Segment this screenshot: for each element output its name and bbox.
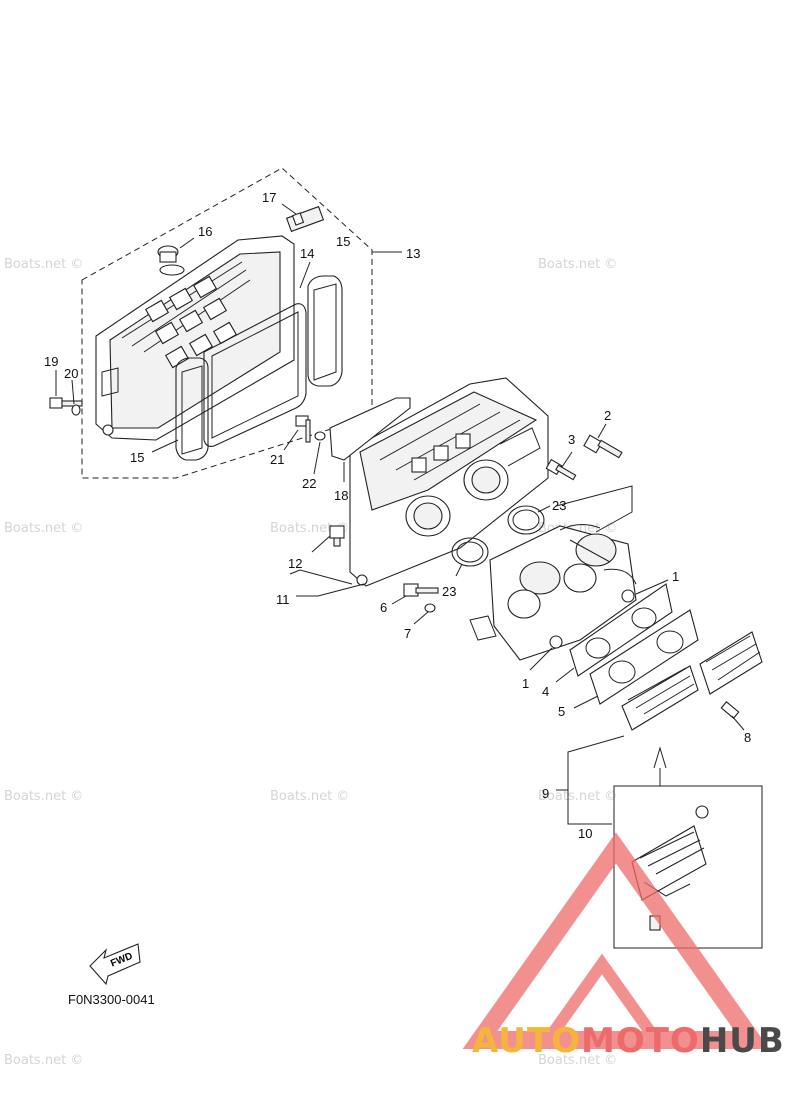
leader-1a bbox=[635, 579, 669, 595]
leader-23b bbox=[455, 563, 463, 577]
callout-23: 23 bbox=[552, 498, 566, 513]
watermark: Boats.net © bbox=[270, 789, 349, 804]
watermark: Boats.net © bbox=[4, 789, 83, 804]
leader-16 bbox=[179, 237, 195, 249]
brand-part3: HUB bbox=[700, 1021, 785, 1061]
callout-20: 20 bbox=[64, 366, 78, 381]
callout-2: 2 bbox=[604, 408, 611, 423]
part-9-reed-valve bbox=[621, 631, 763, 731]
part-23-orings bbox=[451, 505, 545, 567]
part-18-gasket bbox=[329, 397, 411, 461]
leader-11c bbox=[317, 583, 365, 597]
callout-16: 16 bbox=[198, 224, 212, 239]
leader-23a bbox=[537, 505, 551, 513]
part-12-fitting bbox=[329, 525, 345, 547]
drawing-code: F0N3300-0041 bbox=[68, 992, 155, 1007]
part-2-bolt bbox=[583, 434, 623, 459]
intake-case-11 bbox=[349, 377, 549, 587]
leader-15a bbox=[151, 439, 179, 453]
brand-logo-icon bbox=[462, 832, 770, 1049]
leader-6 bbox=[391, 595, 407, 605]
callout-5: 5 bbox=[558, 704, 565, 719]
callout-labels: 1 1 2 3 4 5 6 7 8 9 10 11 12 13 14 15 15… bbox=[44, 190, 751, 841]
callout-1: 1 bbox=[522, 676, 529, 691]
callout-18: 18 bbox=[334, 488, 348, 503]
part-8-pin bbox=[720, 701, 740, 719]
detail-pointer bbox=[653, 746, 667, 769]
part-19-bolt bbox=[49, 397, 83, 409]
watermark: Boats.net © bbox=[4, 257, 83, 272]
leader-12 bbox=[311, 535, 331, 553]
watermark: Boats.net © bbox=[4, 1053, 83, 1068]
part-16-cap bbox=[157, 245, 185, 276]
leader-21 bbox=[283, 429, 299, 451]
brand-part1: AUTO bbox=[472, 1021, 581, 1061]
part-20-washer bbox=[71, 404, 81, 416]
callout-19: 19 bbox=[44, 354, 58, 369]
watermark: Boats.net © bbox=[538, 789, 617, 804]
leader-9 bbox=[567, 735, 625, 825]
callout-13: 13 bbox=[406, 246, 420, 261]
leader-8 bbox=[731, 715, 745, 731]
callout-23: 23 bbox=[442, 584, 456, 599]
leader-1b bbox=[529, 647, 553, 671]
callout-4: 4 bbox=[542, 684, 549, 699]
callout-14: 14 bbox=[300, 246, 314, 261]
callout-22: 22 bbox=[302, 476, 316, 491]
part-6-bolt bbox=[403, 583, 439, 597]
callout-1: 1 bbox=[672, 569, 679, 584]
leader-11b bbox=[289, 569, 353, 585]
callout-7: 7 bbox=[404, 626, 411, 641]
watermark: Boats.net © bbox=[538, 257, 617, 272]
leader-22 bbox=[313, 441, 321, 475]
callout-21: 21 bbox=[270, 452, 284, 467]
throttle-body bbox=[469, 524, 637, 661]
part-21-bolt bbox=[295, 415, 311, 443]
part-3-bolt bbox=[545, 458, 577, 481]
leader-5 bbox=[573, 695, 599, 709]
callout-11: 11 bbox=[276, 592, 290, 607]
callout-15: 15 bbox=[130, 450, 144, 465]
leader-2 bbox=[555, 485, 633, 533]
part-17-plug bbox=[285, 205, 325, 233]
leader-2b bbox=[597, 423, 607, 439]
watermark-group: Boats.net © Boats.net © Boats.net © Boat… bbox=[4, 257, 617, 1068]
fwd-arrow-icon: FWD bbox=[89, 943, 141, 986]
brand-part2: MOTO bbox=[581, 1021, 700, 1061]
svg-text:AUTOMOTOHUB: AUTOMOTOHUB bbox=[472, 1021, 785, 1061]
leader-17 bbox=[281, 203, 297, 215]
gasket-15 bbox=[175, 275, 343, 461]
leader-20 bbox=[71, 379, 75, 405]
leader-4 bbox=[555, 667, 575, 683]
callout-15: 15 bbox=[336, 234, 350, 249]
callout-9: 9 bbox=[542, 786, 549, 801]
callout-6: 6 bbox=[380, 600, 387, 615]
callout-10: 10 bbox=[578, 826, 592, 841]
callout-3: 3 bbox=[568, 432, 575, 447]
callout-17: 17 bbox=[262, 190, 276, 205]
silencer-cover bbox=[95, 235, 295, 441]
part-7-washer bbox=[424, 603, 436, 613]
callout-12: 12 bbox=[288, 556, 302, 571]
leader-7 bbox=[413, 611, 429, 625]
part-4-gasket bbox=[569, 583, 673, 677]
watermark: Boats.net © bbox=[538, 1053, 617, 1068]
watermark: Boats.net © bbox=[4, 521, 83, 536]
leader-14 bbox=[299, 261, 311, 289]
part-22-washer bbox=[314, 431, 326, 441]
part-5-gasket bbox=[589, 609, 699, 705]
callout-8: 8 bbox=[744, 730, 751, 745]
brand-wordmark: AUTOMOTOHUB bbox=[472, 1021, 785, 1061]
